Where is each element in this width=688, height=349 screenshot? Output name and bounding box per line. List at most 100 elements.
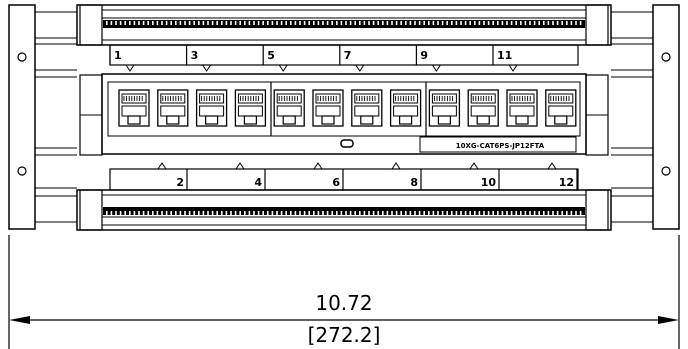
rj45-jack — [467, 89, 499, 127]
comb-slot — [349, 21, 352, 25]
comb-slot — [115, 21, 117, 25]
comb-slot — [175, 211, 177, 215]
comb-slot — [487, 21, 490, 25]
port-label-bottom: 12 — [559, 176, 574, 189]
comb-slot — [170, 211, 172, 215]
comb-slot — [520, 211, 522, 215]
comb-slot — [175, 21, 177, 25]
comb-slot — [285, 21, 287, 25]
port-pointer — [391, 162, 401, 170]
port-pointer — [469, 162, 479, 170]
comb-slot — [216, 21, 218, 25]
comb-slot — [262, 21, 264, 25]
port-label-bottom: 10 — [481, 176, 497, 189]
port-label-top: 5 — [267, 49, 275, 62]
comb-slot — [418, 211, 421, 215]
comb-slot — [188, 211, 191, 215]
comb-slot — [179, 211, 182, 215]
comb-slot — [432, 21, 435, 25]
comb-slot — [391, 21, 393, 25]
comb-slot — [423, 21, 425, 25]
rj45-jack — [506, 89, 538, 127]
comb-slot — [372, 211, 375, 215]
comb-slot — [359, 21, 361, 25]
comb-slot — [303, 211, 306, 215]
comb-slot — [326, 211, 329, 215]
comb-slot — [455, 21, 458, 25]
comb-slot — [336, 211, 338, 215]
rj45-jack — [118, 89, 150, 127]
comb-slot — [483, 211, 485, 215]
port-label-bottom: 2 — [176, 176, 184, 189]
comb-slot — [198, 21, 200, 25]
comb-slot — [460, 21, 462, 25]
jack-panel — [101, 73, 587, 155]
comb-slot — [308, 211, 310, 215]
comb-slot — [202, 21, 205, 25]
comb-slot — [115, 211, 117, 215]
comb-slot — [520, 21, 522, 25]
model-label: 10XG-CAT6PS-JP12FTA — [456, 142, 545, 150]
port-label-top: 7 — [344, 49, 352, 62]
comb-slot — [497, 211, 499, 215]
right-mount-hole-top — [661, 52, 671, 62]
comb-slot — [340, 21, 343, 25]
comb-slot — [451, 211, 453, 215]
port-label-top: 11 — [497, 49, 512, 62]
comb-slot — [147, 211, 149, 215]
comb-slot — [579, 21, 582, 25]
comb-slot — [184, 21, 186, 25]
comb-slot — [409, 211, 412, 215]
comb-slot — [308, 21, 310, 25]
port-pointer — [313, 162, 323, 170]
left-mount-hole-top — [17, 52, 27, 62]
comb-slot — [579, 211, 582, 215]
port-pointer — [235, 162, 245, 170]
right-rack-ear — [652, 4, 680, 230]
dimension-mm: [272.2] — [308, 323, 381, 347]
comb-slot — [483, 21, 485, 25]
comb-slot — [119, 211, 122, 215]
comb-slot — [451, 21, 453, 25]
comb-slot — [303, 21, 306, 25]
comb-slot — [414, 211, 416, 215]
rj45-jack — [545, 89, 577, 127]
comb-slot — [547, 21, 550, 25]
dimension-arrow-right — [658, 316, 679, 324]
comb-slot — [368, 211, 370, 215]
comb-slot — [506, 21, 508, 25]
comb-slot — [106, 21, 108, 25]
comb-slot — [400, 211, 402, 215]
comb-slot — [336, 21, 338, 25]
comb-slot — [345, 21, 347, 25]
comb-slot — [267, 211, 269, 215]
comb-slot — [106, 211, 108, 215]
comb-slot — [290, 211, 292, 215]
comb-slot — [179, 21, 182, 25]
comb-slot — [262, 211, 264, 215]
comb-slot — [359, 211, 361, 215]
port-label-top: 1 — [114, 49, 122, 62]
comb-slot — [409, 21, 412, 25]
dimension-annotation: 10.72 [272.2] — [8, 235, 680, 349]
top-cable-manager — [76, 4, 612, 46]
rj45-jack — [195, 89, 228, 127]
comb-slot — [138, 21, 140, 25]
comb-slot — [478, 21, 481, 25]
comb-slot — [492, 21, 494, 25]
comb-slot — [133, 211, 136, 215]
comb-slot — [170, 21, 172, 25]
comb-slot — [161, 211, 163, 215]
comb-slot — [207, 21, 209, 25]
comb-slot — [184, 211, 186, 215]
comb-slot — [152, 211, 154, 215]
comb-slot — [142, 211, 145, 215]
comb-slot — [230, 211, 232, 215]
comb-slot — [216, 211, 218, 215]
port-pointer — [355, 64, 365, 72]
comb-slot — [405, 211, 407, 215]
port-pointer — [431, 64, 441, 72]
comb-slot — [395, 211, 398, 215]
